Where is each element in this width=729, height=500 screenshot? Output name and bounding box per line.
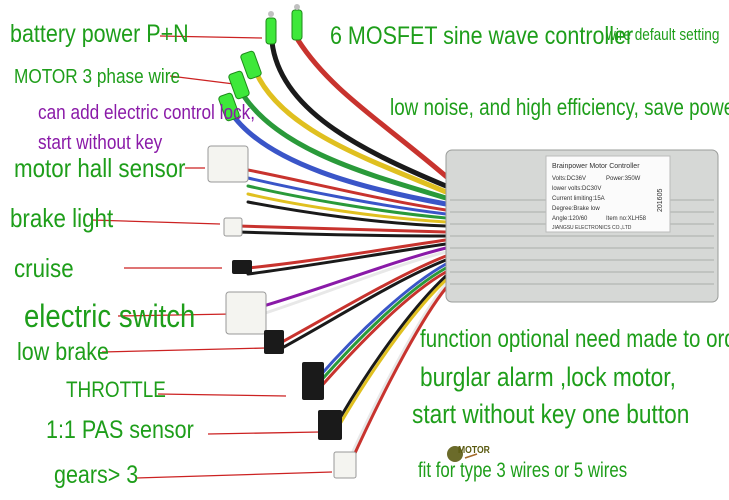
controller-maker: JIANGSU ELECTRONICS CO.,LTD xyxy=(552,225,632,231)
controller-angle: Angle:120/60 xyxy=(552,216,588,222)
connectors xyxy=(207,4,357,479)
controller-current: Current limiting:15A xyxy=(552,196,605,202)
controller-degree: Degree:Brake low xyxy=(552,206,600,212)
label-motor-phase: MOTOR 3 phase wire xyxy=(14,66,181,88)
label-throttle: THROTTLE xyxy=(66,377,166,402)
battery-terminal-icon xyxy=(265,4,303,45)
controller-lower-volts: lower volts:DC30V xyxy=(552,186,601,192)
label-cruise: cruise xyxy=(14,253,74,283)
label-gears: gears> 3 xyxy=(54,461,139,489)
label-motor-hall: motor hall sensor xyxy=(14,153,186,183)
electric-switch-connector-icon xyxy=(225,291,267,335)
label-fit-for: fit for type 3 wires or 5 wires xyxy=(418,459,628,482)
controller-serial: 201605 xyxy=(657,189,664,212)
controller-brand: Brainpower Motor Controller xyxy=(552,163,640,170)
controller-volts: Volts:DC36V xyxy=(552,176,586,182)
low-brake-connector-icon xyxy=(264,330,284,354)
label-start-without-key: start without key xyxy=(38,132,163,154)
label-start-one-button: start without key one button xyxy=(412,399,690,429)
label-default-setting: wire default setting xyxy=(606,25,720,44)
motor-badge xyxy=(447,446,478,462)
cruise-connector-icon xyxy=(232,260,252,274)
throttle-connector-icon xyxy=(302,362,324,400)
controller-item: Item no:XLH58 xyxy=(606,216,647,222)
label-low-noise: low noise, and high efficiency, save pow… xyxy=(390,94,729,120)
wire-bundle xyxy=(225,37,451,466)
label-battery-power: battery power P+N xyxy=(10,20,189,48)
brake-light-connector-icon xyxy=(223,217,243,237)
controller-box: Brainpower Motor Controller Volts:DC36V … xyxy=(445,149,719,303)
label-low-brake: low brake xyxy=(17,338,110,366)
controller-power: Power:350W xyxy=(606,176,641,182)
pointer-lines xyxy=(91,35,333,479)
label-electric-switch: electric switch xyxy=(24,298,196,334)
label-optional: function optional need made to order: xyxy=(420,325,729,353)
pas-connector-icon xyxy=(318,410,342,440)
label-electric-lock: can add electric control lock, xyxy=(38,102,256,124)
gears-connector-icon xyxy=(333,451,357,479)
label-motor-small: MOTOR xyxy=(458,445,490,456)
label-pas-sensor: 1:1 PAS sensor xyxy=(46,416,194,444)
phase-connector-icon xyxy=(218,50,262,122)
label-burglar: burglar alarm ,lock motor, xyxy=(420,362,676,392)
hall-connector-icon xyxy=(207,145,249,183)
label-brake-light: brake light xyxy=(10,203,114,233)
label-title: 6 MOSFET sine wave controller xyxy=(330,22,634,50)
